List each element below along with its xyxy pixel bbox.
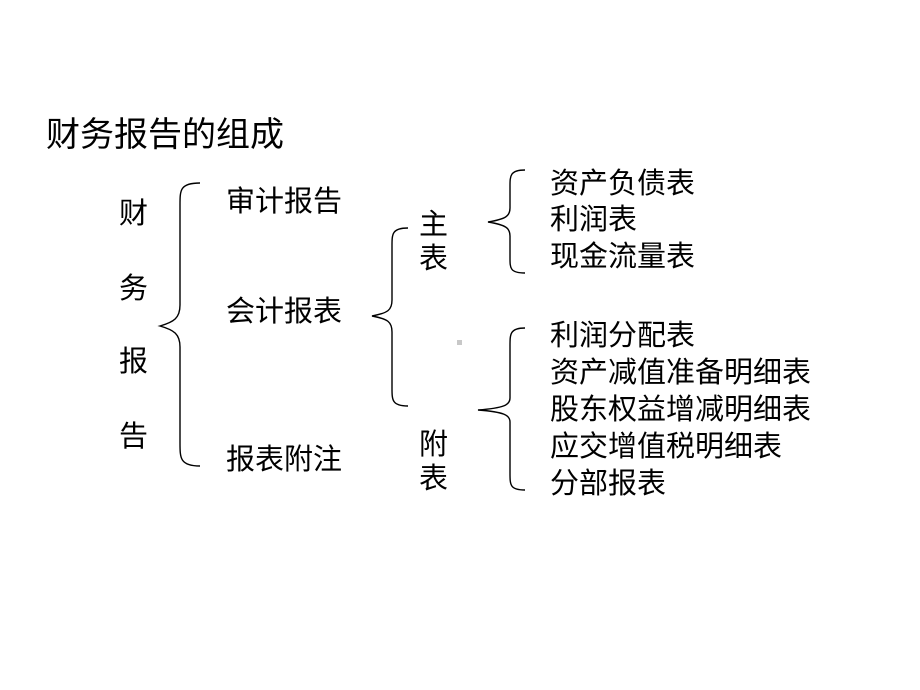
attached-table-char-1: 附 bbox=[419, 427, 449, 461]
attached-item-profit-distribution: 利润分配表 bbox=[550, 318, 696, 352]
stray-dot bbox=[457, 340, 462, 345]
main-item-cash-flow: 现金流量表 bbox=[550, 239, 696, 273]
attached-item-impairment: 资产减值准备明细表 bbox=[550, 355, 812, 389]
attached-table-char-2: 表 bbox=[419, 461, 449, 495]
accounting-statements: 会计报表 bbox=[226, 294, 343, 328]
root-char-3: 报 bbox=[119, 344, 149, 378]
attached-item-equity-changes: 股东权益增减明细表 bbox=[550, 392, 812, 426]
statement-notes: 报表附注 bbox=[226, 442, 343, 476]
root-char-2: 务 bbox=[119, 271, 149, 305]
brace-statements bbox=[371, 227, 409, 407]
brace-main bbox=[487, 169, 526, 274]
audit-report: 审计报告 bbox=[226, 184, 343, 218]
brace-attached bbox=[477, 327, 526, 491]
attached-item-vat: 应交增值税明细表 bbox=[550, 429, 783, 463]
main-item-balance-sheet: 资产负债表 bbox=[550, 166, 696, 200]
main-item-income-statement: 利润表 bbox=[550, 202, 638, 236]
attached-item-segment: 分部报表 bbox=[550, 466, 667, 500]
root-char-4: 告 bbox=[119, 419, 149, 453]
root-char-1: 财 bbox=[119, 196, 149, 230]
main-table-char-2: 表 bbox=[419, 241, 449, 275]
brace-root bbox=[157, 182, 201, 467]
slide-title: 财务报告的组成 bbox=[46, 115, 284, 155]
main-table-char-1: 主 bbox=[419, 207, 449, 241]
